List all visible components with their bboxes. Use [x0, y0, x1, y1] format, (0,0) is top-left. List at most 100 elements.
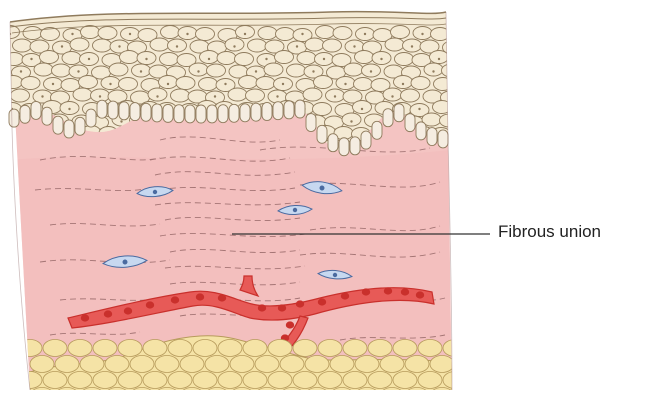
- epidermis-cell: [459, 65, 478, 78]
- cell-nucleus: [120, 120, 122, 122]
- basal-cell: [295, 100, 305, 118]
- cell-nucleus: [438, 58, 440, 60]
- epidermis-cell: [433, 101, 452, 114]
- basal-cell: [31, 101, 41, 119]
- epidermis-cell: [73, 88, 92, 101]
- fat-cell: [280, 388, 304, 401]
- cell-nucleus: [421, 33, 423, 35]
- red-blood-cell: [196, 293, 204, 300]
- basal-cell: [405, 114, 415, 132]
- epidermis-cell: [160, 53, 179, 66]
- fat-cell: [243, 340, 267, 357]
- cell-nucleus: [402, 83, 404, 85]
- cell-nucleus: [344, 83, 346, 85]
- epidermis-cell: [256, 77, 275, 90]
- cell-nucleus: [418, 108, 420, 110]
- fat-cell: [293, 340, 317, 357]
- fat-cell: [55, 388, 79, 401]
- basal-cell: [152, 104, 162, 122]
- fat-cell: [93, 340, 117, 357]
- epidermis-cell: [79, 76, 98, 89]
- fat-cell: [80, 388, 104, 401]
- basal-cell: [350, 137, 360, 155]
- epidermis-cell: [189, 63, 208, 76]
- epidermis-cell: [81, 26, 100, 39]
- epidermis-cell: [246, 89, 265, 102]
- fat-cell: [205, 356, 229, 373]
- epidermis-cell: [23, 27, 42, 40]
- basal-cell: [108, 101, 118, 119]
- red-blood-cell: [218, 294, 226, 301]
- fat-cell: [18, 372, 42, 389]
- epidermis-cell: [11, 89, 30, 102]
- epidermis-cell: [411, 77, 430, 90]
- fat-cell: [93, 372, 117, 389]
- fat-cell: [368, 372, 392, 389]
- epidermis-cell: [150, 38, 169, 51]
- cell-nucleus: [71, 33, 73, 35]
- fat-cell: [380, 388, 404, 401]
- epidermis-cell: [316, 26, 335, 39]
- cell-nucleus: [459, 83, 461, 85]
- cell-nucleus: [140, 70, 142, 72]
- basal-cell: [306, 114, 316, 132]
- cell-nucleus: [20, 70, 22, 72]
- subcutaneous-fat-layer: [18, 336, 479, 401]
- fat-cell: [205, 388, 229, 401]
- epidermis-cell: [34, 63, 53, 76]
- fat-cell: [318, 372, 342, 389]
- cell-nucleus: [233, 45, 235, 47]
- epidermis-cell: [314, 76, 333, 89]
- cell-nucleus: [145, 58, 147, 60]
- fat-cell: [30, 388, 54, 401]
- epidermis-cell: [176, 77, 195, 90]
- cell-nucleus: [432, 70, 434, 72]
- fat-cell: [418, 340, 442, 357]
- basal-cell: [328, 134, 338, 152]
- epidermis-cell: [159, 76, 178, 89]
- epidermis-cell: [449, 129, 468, 142]
- fat-cell: [218, 372, 242, 389]
- cell-nucleus: [118, 45, 120, 47]
- fat-cell: [393, 372, 417, 389]
- fat-cell: [255, 356, 279, 373]
- epidermis-cell: [4, 76, 23, 89]
- basal-cell: [317, 125, 327, 143]
- fat-cell: [443, 340, 467, 357]
- fat-cell: [68, 340, 92, 357]
- cell-nucleus: [129, 33, 131, 35]
- fat-cell: [455, 356, 479, 373]
- basal-cell: [86, 109, 96, 127]
- fat-cell: [355, 356, 379, 373]
- epidermis-cell: [395, 53, 414, 66]
- epidermis-cell: [200, 51, 219, 64]
- epidermis-cell: [463, 88, 482, 101]
- basal-cell: [218, 105, 228, 123]
- fat-cell: [368, 340, 392, 357]
- fat-cell: [30, 356, 54, 373]
- fat-cell: [43, 372, 67, 389]
- basal-cell: [163, 104, 173, 122]
- basal-cell: [394, 104, 404, 122]
- fat-cell: [443, 372, 467, 389]
- fat-cell: [330, 356, 354, 373]
- cell-nucleus: [176, 45, 178, 47]
- basal-cell: [416, 122, 426, 140]
- epidermis-cell: [342, 113, 361, 126]
- cell-nucleus: [312, 70, 314, 72]
- cell-nucleus: [77, 70, 79, 72]
- epidermis-cell: [401, 89, 420, 102]
- fat-cell: [18, 340, 42, 357]
- cell-nucleus: [468, 45, 470, 47]
- red-blood-cell: [286, 321, 294, 328]
- cell-nucleus: [255, 70, 257, 72]
- fat-cell: [393, 340, 417, 357]
- fat-cell: [168, 372, 192, 389]
- basal-cell: [284, 101, 294, 119]
- epidermis-cell: [442, 64, 461, 77]
- basal-cell: [372, 121, 382, 139]
- fat-cell: [43, 340, 67, 357]
- cell-nucleus: [350, 120, 352, 122]
- fat-cell: [405, 388, 429, 401]
